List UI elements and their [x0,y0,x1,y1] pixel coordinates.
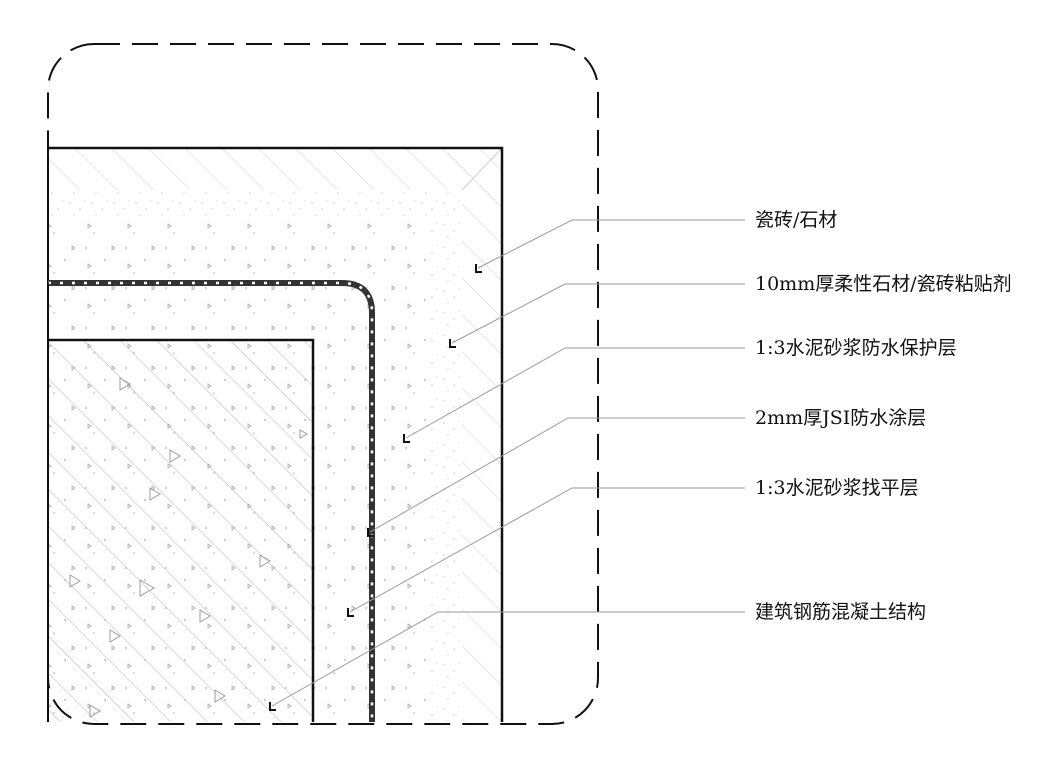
tile-inner-corner-line [461,147,503,191]
tick-protect [403,434,410,443]
tick-jsi [367,528,374,537]
tick-concrete [269,702,276,711]
tick-level [347,608,354,617]
label-jsi-coating: 2mm厚JSI防水涂层 [755,407,926,429]
leader-concrete [271,611,745,707]
leader-tile [477,219,745,269]
leader-protect [405,347,745,439]
leader-jsi [369,417,745,533]
label-tile-stone: 瓷砖/石材 [755,209,837,231]
jsi-waterproof-coating [48,280,375,722]
label-leveling-mortar: 1:3水泥砂浆找平层 [755,477,919,499]
label-concrete-structure: 建筑钢筋混凝土结构 [755,601,926,623]
tick-adhesive [449,339,456,348]
label-protective-mortar: 1:3水泥砂浆防水保护层 [755,337,957,359]
leader-adhesive [451,283,745,344]
tick-tile [475,264,482,273]
detail-boundary-dashed [47,43,599,725]
concrete-outline [48,338,315,722]
aggregate-marks [69,377,309,718]
leader-level [349,487,745,613]
leader-ticks [269,264,482,711]
leader-lines [271,219,745,707]
tile-outline [48,146,504,722]
label-adhesive: 10mm厚柔性石材/瓷砖粘贴剂 [755,273,1012,295]
concrete-structure [48,340,313,722]
